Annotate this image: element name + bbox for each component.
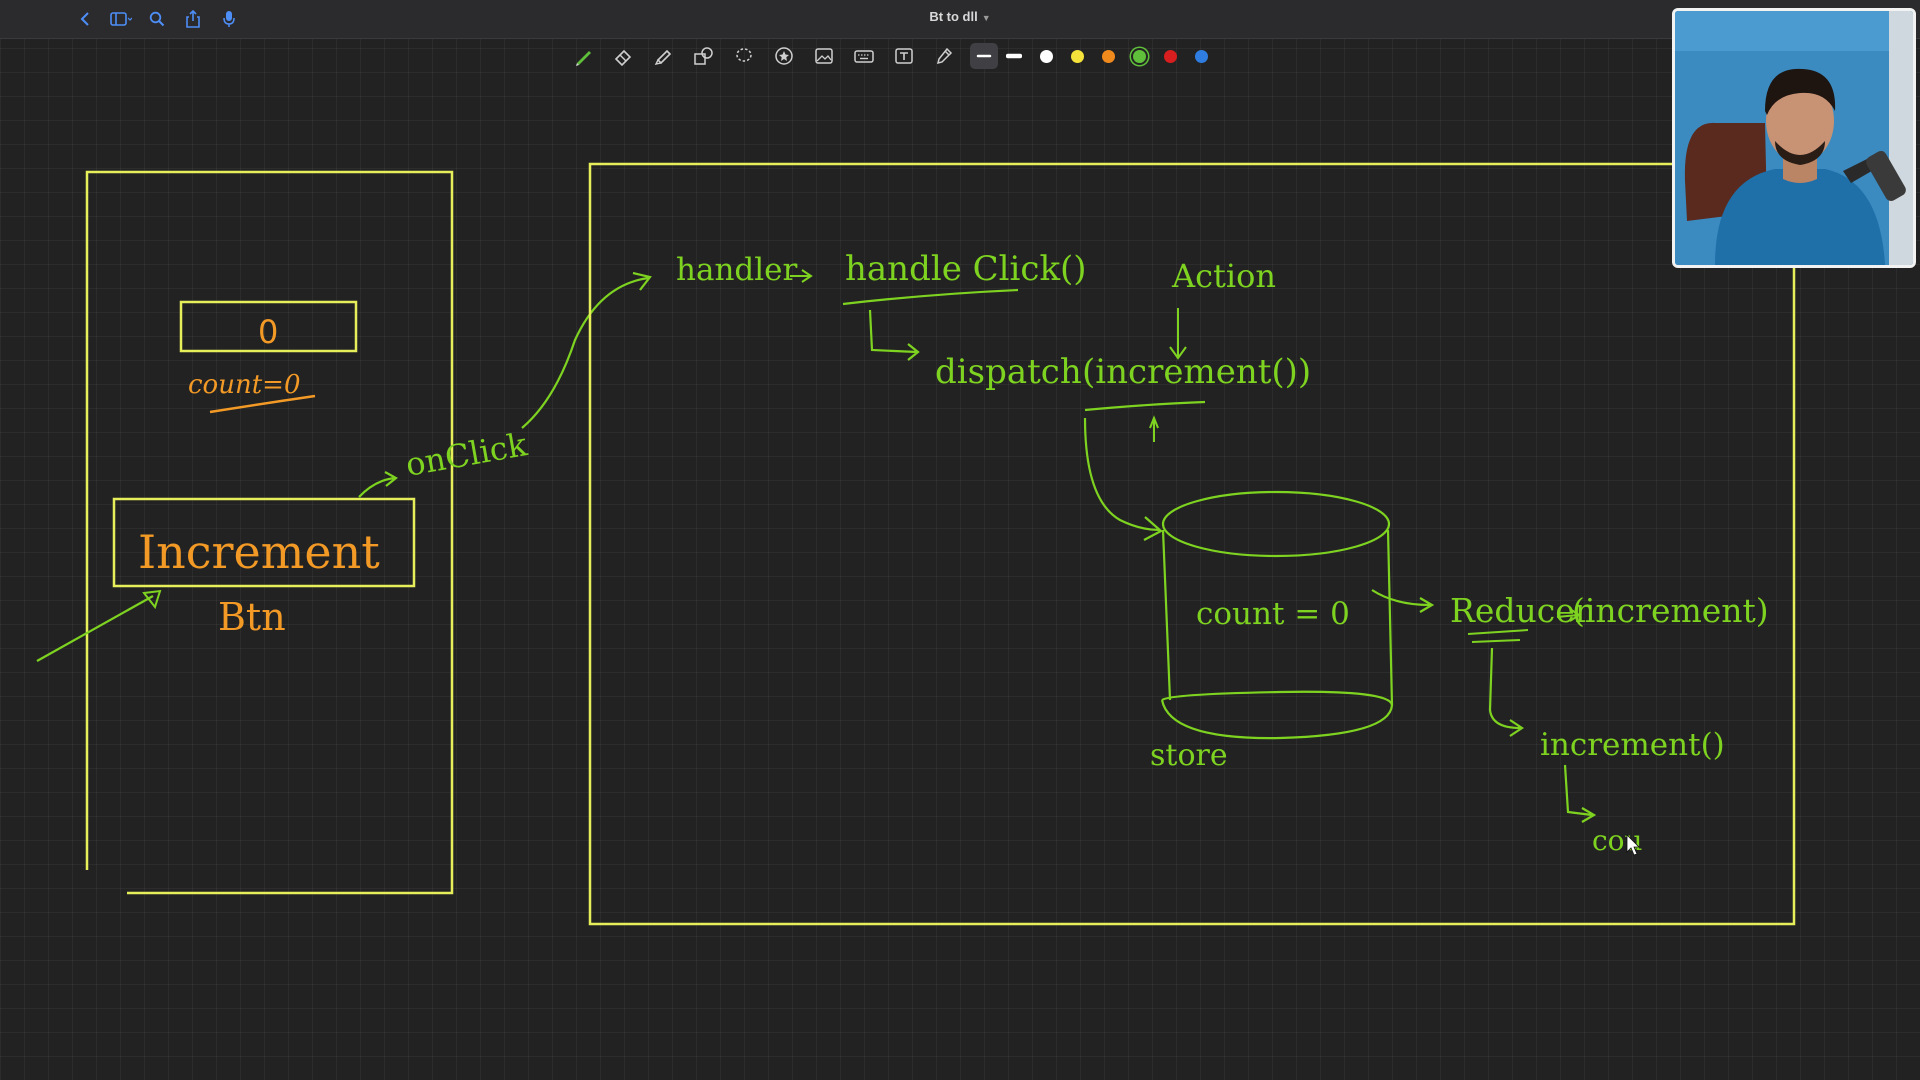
- keyboard-icon: [854, 50, 874, 63]
- stroke-medium-button[interactable]: [1000, 43, 1028, 69]
- search-icon: [149, 11, 165, 27]
- count-state-label: count=0: [188, 370, 300, 400]
- dispatch-connector: [868, 309, 920, 361]
- dispatch-mark: [1149, 415, 1159, 442]
- counter-display-box: [179, 300, 358, 353]
- lasso-icon: [736, 48, 752, 62]
- nav-controls: [74, 8, 240, 30]
- action-arrow: [1169, 308, 1187, 360]
- title-bar: Bt to dll▼: [0, 0, 1920, 39]
- store-cylinder-bottom: [1160, 690, 1394, 740]
- sidebar-toggle-button[interactable]: [110, 8, 132, 30]
- reducer-argument: (increment): [1572, 591, 1769, 630]
- sticker-icon: [775, 47, 793, 65]
- counter-value: 0: [258, 313, 278, 351]
- share-button[interactable]: [182, 8, 204, 30]
- store-label: store: [1150, 738, 1228, 773]
- reducer-function: increment(): [1540, 727, 1725, 763]
- increment-button-drawing: [112, 497, 416, 588]
- reducer-underline: [1467, 629, 1529, 643]
- app-frame: [85, 170, 454, 895]
- eraser-icon: [614, 49, 632, 66]
- text-tool[interactable]: [890, 43, 918, 69]
- document-title-button[interactable]: Bt to dll▼: [0, 9, 1920, 24]
- record-audio-button[interactable]: [218, 8, 240, 30]
- dispatch-to-store-arrowhead: [1143, 516, 1163, 541]
- chevron-left-icon: [80, 12, 89, 26]
- eraser-tool[interactable]: [610, 43, 638, 69]
- presenter-webcam: [1672, 8, 1916, 268]
- reducer-arrow: [1556, 608, 1581, 622]
- function-branch-arrow: [1563, 764, 1597, 823]
- button-caption: Btn: [218, 595, 286, 639]
- keyboard-tool[interactable]: [850, 43, 878, 69]
- onclick-label: onClick: [403, 425, 530, 484]
- dispatch-underline: [1084, 400, 1206, 412]
- pen-icon: [576, 51, 591, 66]
- onclick-arrow-start-head: [384, 471, 398, 487]
- color-swatch-red[interactable]: [1164, 49, 1177, 63]
- chevron-down-icon: ▼: [981, 13, 991, 23]
- pen-tool[interactable]: [570, 43, 598, 69]
- onclick-arrow-start: [358, 476, 396, 498]
- reducer-label: Reducer: [1450, 591, 1591, 630]
- redux-flow-frame: [588, 162, 1796, 926]
- store-state: count = 0: [1196, 596, 1350, 632]
- handle-click-underline: [842, 288, 1019, 306]
- color-swatch-white[interactable]: [1040, 49, 1053, 63]
- onclick-arrow: [521, 276, 649, 429]
- color-swatch-green[interactable]: [1133, 49, 1146, 63]
- mouse-cursor-icon: [1626, 834, 1640, 856]
- presenter-video: [1675, 11, 1913, 265]
- color-swatch-blue[interactable]: [1195, 49, 1208, 63]
- count-state-underline: [209, 394, 316, 414]
- text-icon: [895, 48, 913, 64]
- dispatch-to-store-arrow: [1083, 417, 1161, 532]
- share-icon: [186, 10, 200, 28]
- handler-label: handler: [676, 252, 798, 288]
- highlighter-tool[interactable]: [650, 43, 678, 69]
- shapes-tool[interactable]: [690, 43, 718, 69]
- highlighter-icon: [654, 49, 672, 65]
- color-swatch-orange[interactable]: [1102, 49, 1115, 63]
- lasso-tool[interactable]: [730, 43, 758, 69]
- image-icon: [815, 48, 833, 64]
- store-to-reducer-arrow: [1371, 589, 1435, 613]
- dispatch-argument: (increment()): [1082, 352, 1311, 392]
- document-title: Bt to dll: [929, 9, 978, 24]
- sidebar-icon: [110, 12, 132, 26]
- stroke-thin-button[interactable]: [970, 43, 998, 69]
- onclick-arrowhead: [632, 271, 652, 291]
- microphone-icon: [223, 11, 235, 27]
- back-button[interactable]: [74, 8, 96, 30]
- eyedropper-icon: [936, 47, 953, 65]
- thin-stroke-icon: [976, 54, 992, 58]
- reducer-branch-arrow: [1488, 647, 1524, 737]
- action-label: Action: [1171, 257, 1276, 295]
- dispatch-label: dispatch: [935, 352, 1082, 392]
- shapes-icon: [694, 47, 713, 65]
- store-cylinder-top: [1161, 490, 1391, 558]
- handle-click-label: handle Click(): [845, 249, 1087, 289]
- increment-button-text: Increment: [138, 525, 380, 579]
- store-cylinder-sides: [1161, 529, 1394, 706]
- medium-stroke-icon: [1006, 53, 1022, 59]
- color-swatch-yellow[interactable]: [1071, 49, 1084, 63]
- eyedropper-tool[interactable]: [930, 43, 958, 69]
- click-pointer-arrowhead: [142, 589, 162, 610]
- color-palette: [1040, 49, 1208, 63]
- search-button[interactable]: [146, 8, 168, 30]
- handler-arrow: [790, 269, 813, 283]
- sticker-tool[interactable]: [770, 43, 798, 69]
- drawing-toolbar: [570, 42, 1208, 70]
- image-tool[interactable]: [810, 43, 838, 69]
- click-pointer-arrow: [36, 595, 154, 662]
